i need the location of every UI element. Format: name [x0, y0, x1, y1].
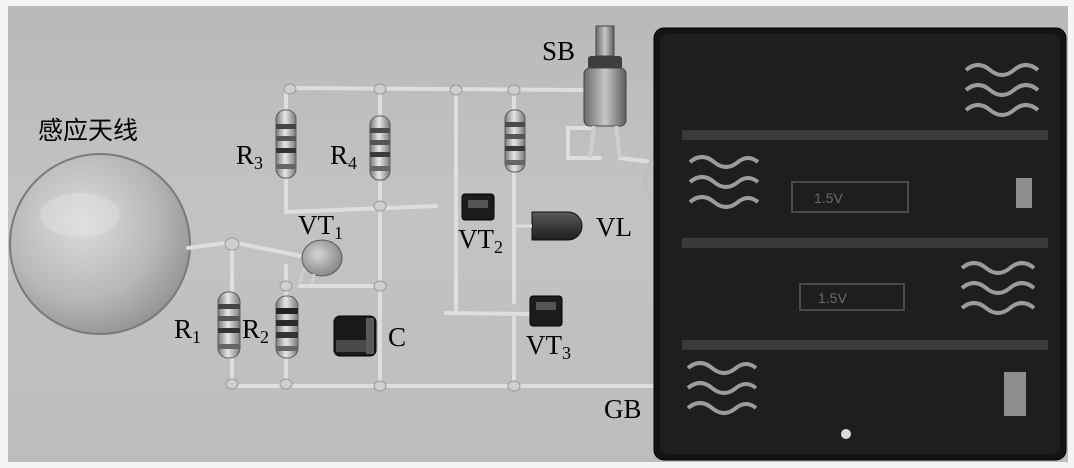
- label-vt3-sub: 3: [562, 343, 571, 363]
- label-r4-sub: 4: [348, 153, 358, 173]
- label-r4: R4: [330, 140, 358, 173]
- resistor-r3: [275, 109, 297, 179]
- label-r1-sub: 1: [192, 327, 202, 347]
- label-c: C: [388, 322, 407, 352]
- solder-joints: [224, 83, 521, 392]
- label-vt3-main: VT: [526, 330, 562, 360]
- label-r2-main: R: [242, 314, 261, 344]
- label-vt2-sub: 2: [494, 237, 503, 257]
- label-r4-main: R: [330, 140, 349, 170]
- battery-marking-1: 1.5V: [814, 190, 843, 206]
- capacitor-c: [333, 315, 377, 357]
- battery-marking-2: 1.5V: [818, 290, 847, 306]
- label-r1-main: R: [174, 314, 193, 344]
- label-r2: R2: [242, 314, 270, 347]
- label-vt1-sub: 1: [334, 223, 343, 243]
- label-vl: VL: [596, 212, 632, 242]
- label-r3-sub: 3: [254, 153, 264, 173]
- antenna-plate: [9, 153, 191, 335]
- label-vt3: VT3: [526, 330, 571, 363]
- label-r2-sub: 2: [260, 327, 270, 347]
- label-sb: SB: [542, 36, 576, 66]
- label-r3-main: R: [236, 140, 255, 170]
- transistor-vt3: [529, 295, 563, 327]
- transistor-vt2: [461, 193, 495, 221]
- label-vt1: VT1: [298, 210, 343, 243]
- resistor-r2: [275, 295, 299, 359]
- resistor-r1: [217, 291, 241, 359]
- transistor-vt1: [298, 239, 343, 285]
- switch-sb: [583, 25, 627, 159]
- label-vt2-main: VT: [458, 224, 494, 254]
- battery-holder-gb: [643, 27, 1067, 461]
- label-gb: GB: [604, 394, 642, 424]
- resistor-led: [504, 109, 526, 173]
- label-antenna: 感应天线: [38, 116, 139, 145]
- resistor-r4: [369, 115, 391, 181]
- label-r1: R1: [174, 314, 202, 347]
- label-r3: R3: [236, 140, 264, 173]
- label-vt2: VT2: [458, 224, 503, 257]
- label-vt1-main: VT: [298, 210, 334, 240]
- led-vl: [514, 211, 583, 241]
